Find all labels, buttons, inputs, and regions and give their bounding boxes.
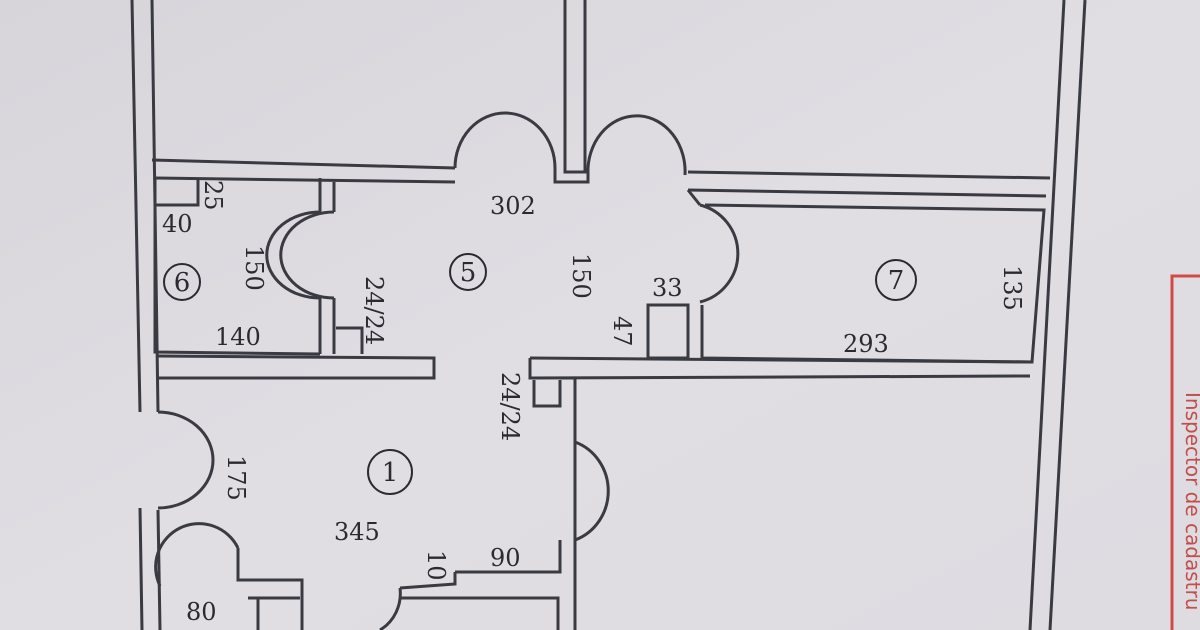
door-arc-room-1-left bbox=[157, 410, 215, 510]
room-6-walls bbox=[153, 178, 321, 356]
dimension-150-room-6: 150 bbox=[240, 245, 268, 291]
duct-24-top bbox=[336, 326, 364, 354]
door-jamb-top bbox=[553, 168, 590, 184]
room-1-bottom-step bbox=[399, 572, 457, 590]
door-arc-top-right bbox=[586, 114, 687, 176]
dimension-140: 140 bbox=[215, 323, 261, 351]
dimension-40: 40 bbox=[162, 210, 193, 238]
dimension-175: 175 bbox=[222, 455, 250, 501]
cadastral-stamp: Inspector de cadastru bbox=[1170, 274, 1200, 630]
room-6-partition-top bbox=[318, 178, 336, 212]
top-left-room-bottom-wall-lower bbox=[154, 176, 456, 184]
room-6-duct bbox=[155, 178, 200, 207]
walls bbox=[130, 0, 1087, 630]
dimension-25: 25 bbox=[199, 180, 227, 211]
room-7-walls bbox=[700, 203, 1046, 364]
duct-24-mid bbox=[532, 380, 562, 408]
dimension-135: 135 bbox=[998, 265, 1026, 311]
door-arc-top-left bbox=[453, 111, 557, 169]
duct-33 bbox=[646, 303, 690, 360]
dimension-80: 80 bbox=[186, 598, 217, 626]
room-1-number: 1 bbox=[382, 458, 399, 488]
door-arc-room-6 bbox=[265, 210, 321, 300]
room-6-circle bbox=[163, 263, 201, 301]
outer-wall-left-lower-outer bbox=[138, 507, 144, 630]
top-left-room-bottom-wall-upper bbox=[151, 158, 456, 170]
middle-wall-right-lower bbox=[528, 358, 1031, 380]
bottom-room-wall bbox=[400, 596, 560, 630]
dimension-33: 33 bbox=[652, 274, 683, 302]
dimension-302: 302 bbox=[490, 192, 536, 220]
room-7-corner bbox=[686, 189, 702, 206]
dimension-47: 47 bbox=[608, 316, 636, 347]
room-7-number: 7 bbox=[888, 266, 905, 296]
stamp-border bbox=[1170, 274, 1200, 630]
outer-wall-right-outer bbox=[1048, 0, 1087, 630]
room-6-partition-bottom bbox=[318, 298, 336, 354]
bottom-left-closet-wall bbox=[236, 548, 304, 630]
top-right-room-bottom-wall-lower bbox=[687, 188, 1047, 198]
outer-wall-left-outer bbox=[130, 0, 142, 413]
room-6-number: 6 bbox=[174, 268, 191, 298]
middle-wall-left bbox=[157, 354, 436, 380]
dimension-293: 293 bbox=[843, 330, 889, 358]
room-7-circle bbox=[875, 259, 917, 301]
door-arc-room-1-right bbox=[574, 440, 610, 542]
door-arc-room-7 bbox=[699, 203, 740, 304]
bottom-left-closet-inner bbox=[248, 596, 300, 630]
stamp-text: Inspector de cadastru bbox=[1181, 392, 1200, 610]
door-arc-room-1-bottom bbox=[379, 587, 402, 630]
room-5-circle bbox=[449, 253, 487, 291]
dimension-labels: 302 150 150 25 40 140 24/24 33 47 135 29… bbox=[162, 180, 1026, 626]
dimension-10: 10 bbox=[422, 550, 450, 581]
dimension-90: 90 bbox=[490, 544, 521, 572]
outer-wall-right-inner bbox=[1028, 0, 1066, 630]
dimension-24-24-mid: 24/24 bbox=[496, 372, 524, 441]
door-arc-bottom-left bbox=[154, 522, 240, 587]
top-right-room-bottom-wall-upper bbox=[687, 170, 1051, 180]
dimension-24-24-top: 24/24 bbox=[360, 276, 388, 345]
room-5-number: 5 bbox=[460, 258, 477, 288]
top-divider-wall bbox=[563, 0, 587, 174]
dimension-150-hall: 150 bbox=[567, 253, 595, 299]
dimension-345: 345 bbox=[334, 518, 380, 546]
door-arc-room-6-inner bbox=[279, 210, 335, 300]
room-markers: 5 6 7 1 bbox=[163, 253, 917, 495]
outer-wall-left-lower-inner bbox=[156, 509, 162, 630]
room-1-circle bbox=[367, 449, 413, 495]
